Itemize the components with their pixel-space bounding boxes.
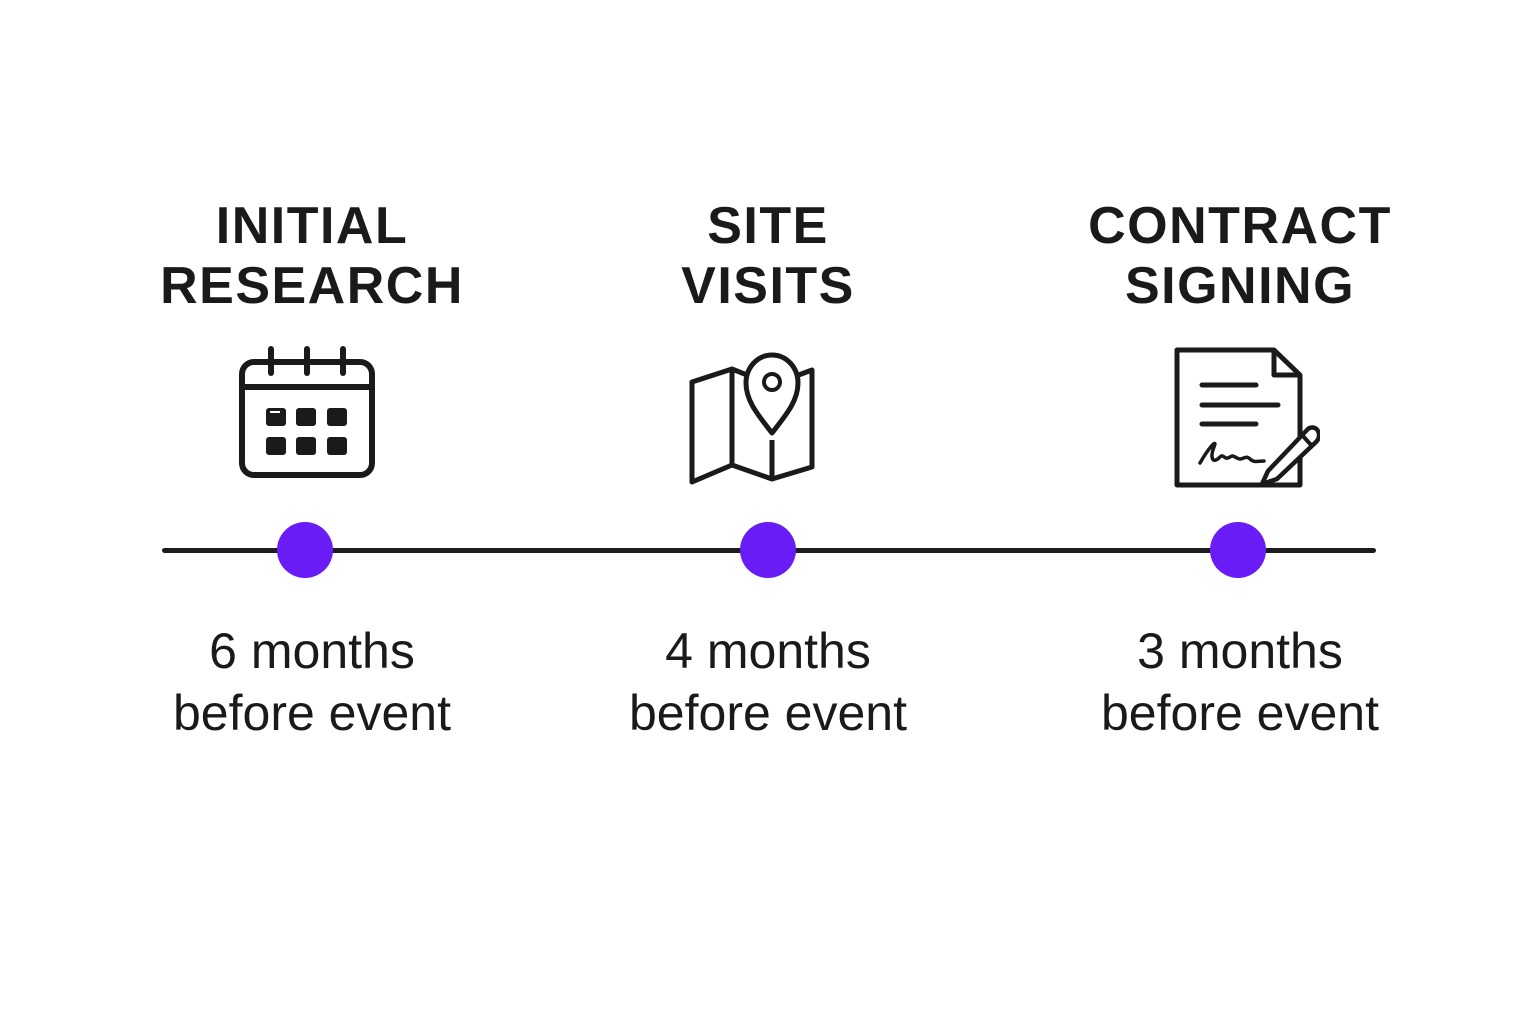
calendar-icon [232,345,392,490]
milestone-title-line2: SIGNING [1124,257,1356,315]
milestone-timing: 4 months before event [568,620,968,744]
milestone-site-visits: SITE VISITS 4 months before event [568,0,968,1024]
milestone-timing-line1: 3 months [1137,623,1343,679]
milestone-initial-research: INITIAL RESEARCH 6 months before ev [112,0,512,1024]
milestone-timing-line2: before event [629,685,907,741]
milestone-title-line1: CONTRACT [1088,197,1392,255]
milestone-title: SITE VISITS [568,196,968,316]
milestone-title: CONTRACT SIGNING [1040,196,1440,316]
milestone-title-line2: VISITS [681,257,855,315]
milestone-title-line2: RESEARCH [160,257,464,315]
milestone-timing-line1: 6 months [209,623,415,679]
milestone-contract-signing: CONTRACT SIGNING 3 months before event [1040,0,1440,1024]
milestone-title-line1: INITIAL [215,197,409,255]
milestone-marker [1210,522,1266,578]
milestone-title-line1: SITE [707,197,829,255]
milestone-timing: 3 months before event [1040,620,1440,744]
milestone-timing: 6 months before event [112,620,512,744]
milestone-marker [277,522,333,578]
map-pin-icon [688,345,848,490]
milestone-title: INITIAL RESEARCH [112,196,512,316]
milestone-marker [740,522,796,578]
milestone-timing-line1: 4 months [665,623,871,679]
signed-contract-icon [1160,345,1320,490]
milestone-timing-line2: before event [1101,685,1379,741]
milestone-timing-line2: before event [173,685,451,741]
